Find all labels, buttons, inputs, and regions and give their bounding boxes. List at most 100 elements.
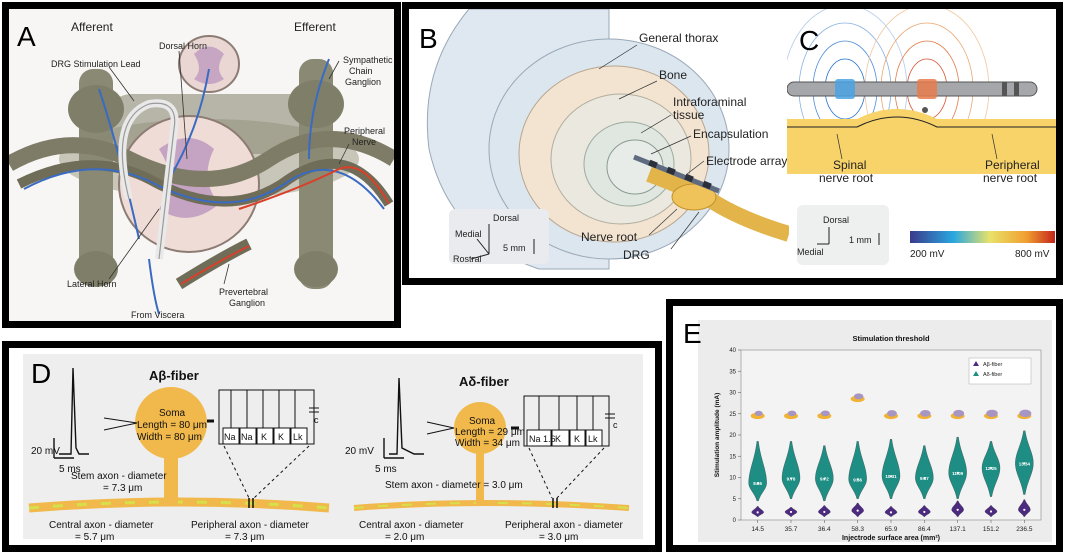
abeta-time-scale: 5 ms [59, 464, 81, 475]
adelta-median-point [756, 482, 759, 485]
prevertebral-label-1: Prevertebral [219, 287, 268, 297]
panel-a-illustration: Afferent Efferent DRG Stimulation Lead D… [9, 9, 394, 321]
abeta-median-point [823, 510, 826, 514]
abeta-median-point [756, 511, 759, 514]
x-tick-label: 151.2 [983, 526, 1000, 533]
legend-label: Aβ-fiber [983, 362, 1003, 368]
y-tick-label: 40 [729, 348, 736, 354]
adelta-peripheral-label-1: Peripheral axon - diameter [505, 520, 624, 531]
panel-b-letter: B [419, 23, 438, 54]
abeta-peripheral-label-1: Peripheral axon - diameter [191, 520, 310, 531]
peripheral-nerve-label-1: Peripheral [344, 126, 385, 136]
prevertebral-label-2: Ganglion [229, 298, 265, 308]
colorbar-max-label: 800 mV [1015, 249, 1050, 260]
x-tick-label: 137.1 [950, 526, 967, 533]
adelta-median-label: 12.25 [985, 466, 997, 471]
electrode-array-label: Electrode array [706, 154, 787, 168]
injectrode-glyph-cap [754, 410, 763, 416]
x-tick-label: 14.5 [751, 526, 764, 533]
legend-label: Aδ-fiber [983, 372, 1002, 378]
y-tick-label: 0 [733, 518, 737, 524]
adelta-channel-lk: Lk [588, 434, 598, 444]
abeta-central-label-2: = 5.7 μm [75, 532, 114, 543]
y-tick-label: 25 [729, 412, 736, 418]
intraforaminal-label-2: tissue [673, 108, 705, 122]
injectrode-glyph-cap [953, 409, 965, 417]
adelta-median-label: 9.87 [920, 476, 929, 481]
chart-title: Stimulation threshold [852, 334, 930, 343]
adelta-channel-k1: K [555, 434, 561, 444]
adelta-median-point [923, 476, 926, 480]
adelta-violin [815, 445, 834, 502]
abeta-median-point [923, 510, 926, 514]
panel-c-letter: C [799, 25, 820, 56]
lateral-horn-label: Lateral Horn [67, 279, 117, 289]
abeta-violin [1018, 499, 1031, 517]
b-scale-label: 5 mm [503, 243, 526, 253]
sympathetic-label-2: Chain [349, 66, 373, 76]
adelta-median-label: 9.78 [787, 476, 796, 481]
abeta-median-point [789, 510, 793, 514]
abeta-voltage-scale: 20 mV [31, 446, 60, 457]
panel-c-illustration: Spinal nerve root Peripheral nerve root … [787, 9, 1056, 265]
abeta-title: Aβ-fiber [149, 368, 199, 383]
panel-e: Stimulation threshold Injectrode surface… [666, 299, 1063, 552]
adelta-median-label: 9.56 [853, 477, 862, 482]
panel-d-letter: D [31, 358, 52, 389]
adelta-median-label: 13.34 [1019, 461, 1031, 466]
efferent-label: Efferent [294, 20, 336, 34]
abeta-median-point [1023, 508, 1026, 511]
from-viscera-label: From Viscera [131, 310, 184, 320]
violin-chart: Stimulation threshold Injectrode surface… [698, 320, 1052, 542]
injectrode-glyph-cap [787, 410, 797, 417]
peripheral-nerve-label-2: Nerve [352, 137, 376, 147]
abeta-peripheral-label-2: = 7.3 μm [225, 532, 264, 543]
abeta-cm-label: c [314, 415, 319, 425]
abeta-stem-label-1: Stem axon - diameter [71, 471, 167, 482]
adelta-soma-label: Soma [469, 416, 496, 427]
adelta-violin [881, 439, 901, 499]
c-dorsal-label: Dorsal [823, 215, 849, 225]
adelta-length-label: Length = 29 μm [455, 427, 525, 438]
panel-d-illustration: Aβ-fiber Soma Length = 80 μm Width = 80 … [23, 354, 643, 543]
b-rostral-label: Rostral [453, 254, 482, 264]
x-tick-label: 36.4 [818, 526, 831, 533]
adelta-channel-k2: K [574, 434, 580, 444]
adelta-median-point [856, 478, 859, 481]
abeta-stem-label-2: = 7.3 μm [103, 483, 142, 494]
adelta-peripheral-label-2: = 3.0 μm [539, 532, 578, 543]
encapsulation-label: Encapsulation [693, 127, 768, 141]
panel-a-letter: A [17, 21, 36, 52]
adelta-violin [848, 441, 867, 499]
abeta-length-label: Length = 80 μm [137, 420, 207, 431]
x-axis-title: Injectrode surface area (mm²) [842, 535, 940, 542]
x-tick-label: 236.5 [1016, 526, 1033, 533]
injectrode-glyph-cap [1019, 409, 1032, 418]
adelta-violin [915, 445, 934, 499]
adelta-median-point [789, 477, 793, 480]
b-dorsal-label: Dorsal [493, 213, 519, 223]
panel-bc: General thorax Bone Intraforaminal tissu… [402, 2, 1063, 285]
abeta-channel-lk: Lk [293, 432, 303, 442]
x-tick-label: 35.7 [785, 526, 798, 533]
adelta-median-label: 9.72 [820, 477, 829, 482]
abeta-channel-na2: Na [241, 432, 253, 442]
adelta-title: Aδ-fiber [459, 374, 509, 389]
peripheral-root-label-2: nerve root [983, 171, 1038, 185]
y-tick-label: 15 [729, 454, 736, 460]
x-tick-label: 65.9 [885, 526, 898, 533]
adelta-central-label-2: = 2.0 μm [385, 532, 424, 543]
legend-box [968, 357, 1032, 385]
x-tick-label: 86.4 [918, 526, 931, 533]
adelta-voltage-scale: 20 mV [345, 446, 374, 457]
adelta-cm-label: c [613, 420, 618, 430]
injectrode-glyph-cap [853, 393, 864, 400]
adelta-central-label-1: Central axon - diameter [359, 520, 464, 531]
c-medial-label: Medial [797, 247, 824, 257]
injectrode-glyph-cap [887, 410, 897, 417]
drg-lead-label: DRG Stimulation Lead [51, 59, 141, 69]
abeta-channel-na1: Na [224, 432, 236, 442]
bone-label: Bone [659, 68, 687, 82]
adelta-stem-label: Stem axon - diameter = 3.0 μm [385, 480, 523, 491]
adelta-median-label: 11.09 [952, 471, 964, 476]
